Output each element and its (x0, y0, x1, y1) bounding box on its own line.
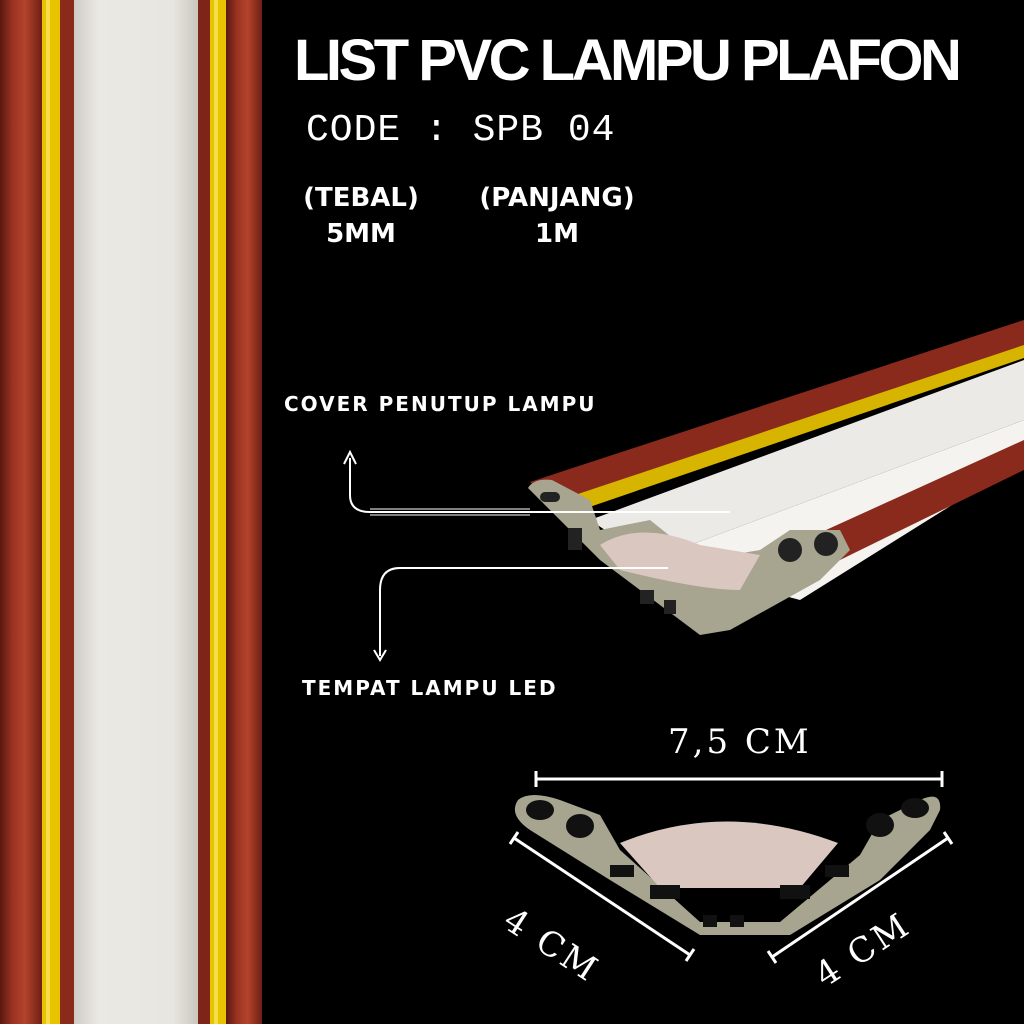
angled-product-image (528, 320, 1024, 635)
cover-callout-line (343, 449, 730, 516)
spec-thickness: (TEBAL) 5MM (296, 180, 426, 252)
cross-section-image (514, 795, 941, 935)
product-title: LIST PVC LAMPU PLAFON (294, 28, 962, 93)
dimension-lines (508, 771, 954, 964)
product-front-view-image (0, 0, 268, 1024)
spec-value: 1M (535, 219, 579, 249)
width-dimension-label: 7,5 CM (668, 722, 812, 762)
led-callout-line (373, 567, 668, 662)
spec-label: (PANJANG) (479, 183, 635, 213)
cover-callout-label: COVER PENUTUP LAMPU (284, 392, 597, 416)
product-code: CODE : SPB 04 (306, 109, 616, 152)
led-callout-label: TEMPAT LAMPU LED (302, 676, 558, 700)
spec-length: (PANJANG) 1M (464, 180, 650, 252)
spec-value: 5MM (326, 219, 396, 249)
spec-label: (TEBAL) (303, 183, 419, 213)
